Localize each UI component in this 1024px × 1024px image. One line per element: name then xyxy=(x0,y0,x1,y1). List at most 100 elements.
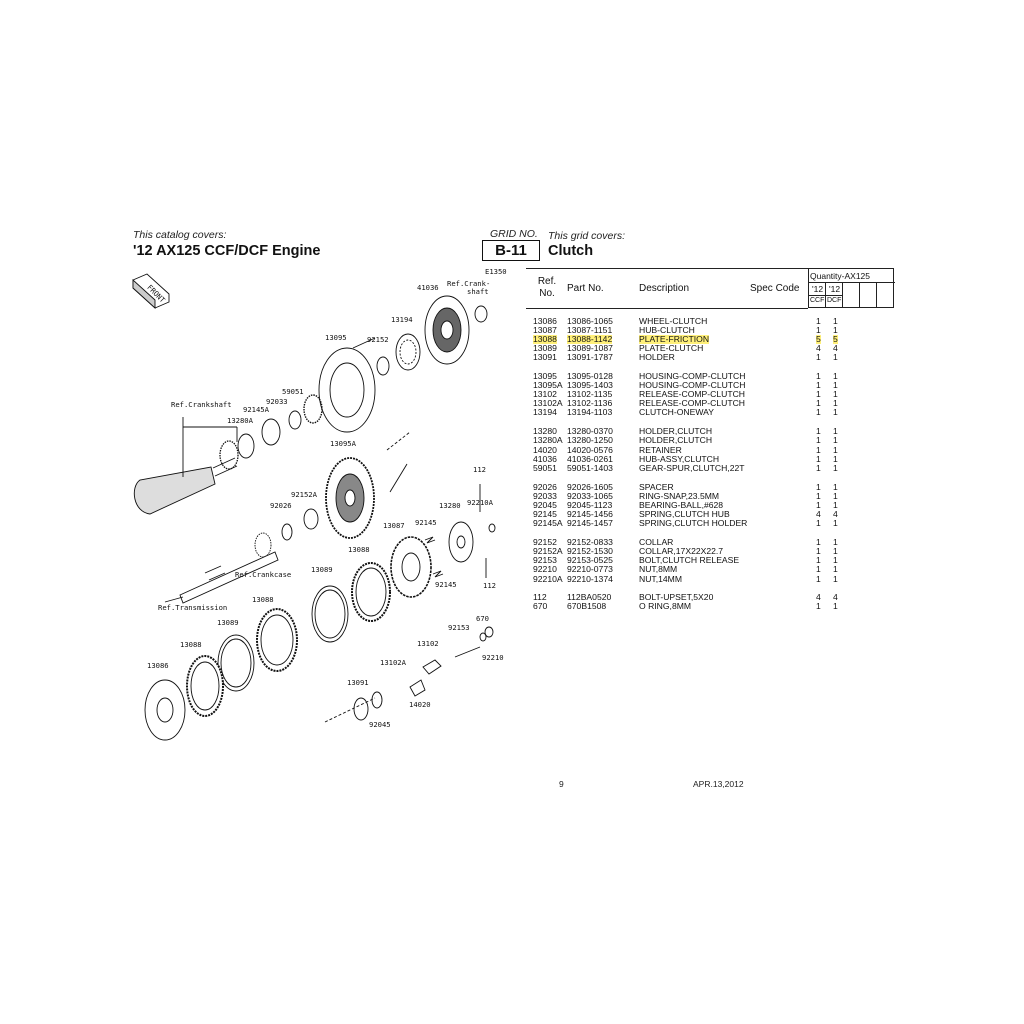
quantity-dcf-cell: 1 xyxy=(833,453,838,464)
svg-text:112: 112 xyxy=(483,581,496,590)
description-cell: RING-SNAP,23.5MM xyxy=(639,490,720,501)
ref-no-cell: 41036 xyxy=(533,453,557,464)
ref-no-cell: 92026 xyxy=(533,481,557,492)
front-arrow-icon xyxy=(132,273,170,310)
header-year-2: '12 xyxy=(829,284,841,294)
svg-text:13102A: 13102A xyxy=(380,658,407,667)
part-no-cell: 13194-1103 xyxy=(567,407,613,418)
part-no-cell: 13280-0370 xyxy=(567,426,613,437)
part-no-cell: 13089-1087 xyxy=(567,342,613,353)
quantity-dcf-cell: 1 xyxy=(833,555,838,566)
header-model-2: DCF xyxy=(827,297,842,304)
quantity-ccf-cell: 1 xyxy=(816,370,821,381)
svg-text:670: 670 xyxy=(476,614,489,623)
part-no-cell: 13280-1250 xyxy=(567,435,613,446)
ref-no-cell: 13280 xyxy=(533,426,557,437)
ref-no-cell: 670 xyxy=(533,601,548,612)
quantity-dcf-cell: 1 xyxy=(833,407,838,418)
svg-text:92210A: 92210A xyxy=(467,498,494,507)
svg-text:13095A: 13095A xyxy=(330,439,357,448)
header-year-1: '12 xyxy=(812,284,824,294)
quantity-dcf-cell: 1 xyxy=(833,499,838,510)
svg-text:shaft: shaft xyxy=(467,287,489,296)
quantity-ccf-cell: 1 xyxy=(816,435,821,446)
grid-title: Clutch xyxy=(548,243,594,259)
svg-text:112: 112 xyxy=(473,465,486,474)
svg-text:92153: 92153 xyxy=(448,623,470,632)
quantity-dcf-cell: 1 xyxy=(833,389,838,400)
part-no-cell: 92210-0773 xyxy=(567,564,613,575)
description-cell: SPRING,CLUTCH HUB xyxy=(639,509,730,519)
svg-text:13087: 13087 xyxy=(383,521,405,530)
ref-no-cell: 13091 xyxy=(533,352,557,363)
quantity-dcf-cell: 1 xyxy=(833,573,838,584)
part-no-cell: 92033-1065 xyxy=(567,490,613,501)
quantity-dcf-cell: 1 xyxy=(833,380,838,390)
quantity-dcf-cell: 4 xyxy=(833,509,838,519)
part-no-cell: 13095-0128 xyxy=(567,370,613,381)
quantity-ccf-cell: 1 xyxy=(816,444,821,455)
quantity-dcf-cell: 1 xyxy=(833,444,838,455)
svg-text:92152: 92152 xyxy=(367,335,389,344)
ref-no-cell: 59051 xyxy=(533,462,557,473)
ref-no-cell: 92210A xyxy=(533,573,563,584)
description-cell: SPACER xyxy=(639,481,674,492)
svg-text:13280: 13280 xyxy=(439,501,461,510)
part-no-cell: 112BA0520 xyxy=(567,592,612,603)
svg-text:13102: 13102 xyxy=(417,639,439,648)
quantity-dcf-cell: 1 xyxy=(833,490,838,501)
part-no-cell: 41036-0261 xyxy=(567,453,613,464)
svg-text:92026: 92026 xyxy=(270,501,292,510)
catalog-title: '12 AX125 CCF/DCF Engine xyxy=(133,243,321,259)
ref-no-cell: 13089 xyxy=(533,342,557,353)
part-no-cell: 92145-1456 xyxy=(567,509,613,519)
ref-no-cell: 13102 xyxy=(533,389,557,400)
quantity-dcf-cell: 1 xyxy=(833,315,838,326)
quantity-ccf-cell: 1 xyxy=(816,546,821,556)
description-cell: HOLDER xyxy=(639,352,675,363)
ref-no-cell: 13280A xyxy=(533,435,563,446)
part-no-cell: 92153-0525 xyxy=(567,555,613,566)
part-no-cell: 92045-1123 xyxy=(567,499,613,510)
description-cell: HUB-CLUTCH xyxy=(639,324,695,335)
description-cell: SPRING,CLUTCH HOLDER xyxy=(639,518,748,529)
part-no-cell: 13102-1135 xyxy=(567,389,613,400)
part-no-cell: 13087-1151 xyxy=(567,324,613,335)
quantity-dcf-cell: 1 xyxy=(833,370,838,381)
quantity-dcf-cell: 1 xyxy=(833,435,838,446)
svg-text:13280A: 13280A xyxy=(227,416,254,425)
quantity-ccf-cell: 1 xyxy=(816,380,821,390)
header-model-1: CCF xyxy=(810,297,825,304)
quantity-ccf-cell: 1 xyxy=(816,499,821,510)
svg-text:13095: 13095 xyxy=(325,333,347,342)
grid-number: B-11 xyxy=(482,240,540,261)
description-cell: CLUTCH-ONEWAY xyxy=(639,407,714,418)
svg-text:92145: 92145 xyxy=(415,518,437,527)
quantity-ccf-cell: 1 xyxy=(816,324,821,335)
diagram-labels: E1350 FRONT 41036 Ref.Crank- shaft 13194… xyxy=(145,267,506,729)
ref-no-cell: 92152A xyxy=(533,546,563,556)
quantity-ccf-cell: 1 xyxy=(816,481,821,492)
clutch-exploded-diagram: E1350 FRONT 41036 Ref.Crank- shaft 13194… xyxy=(132,267,507,741)
svg-text:13194: 13194 xyxy=(391,315,413,324)
description-cell: BEARING-BALL,#628 xyxy=(639,499,724,510)
ref-no-cell: 92145A xyxy=(533,518,563,529)
description-cell: BOLT,CLUTCH RELEASE xyxy=(639,555,740,566)
svg-text:Ref.Crank-: Ref.Crank- xyxy=(447,279,490,288)
part-no-cell: 13102-1136 xyxy=(567,398,613,409)
quantity-header-box: Quantity-AX125 '12 '12 CCF DCF xyxy=(808,268,895,308)
ref-no-cell: 13087 xyxy=(533,324,557,335)
part-no-cell: 92145-1457 xyxy=(567,518,613,529)
quantity-dcf-cell: 1 xyxy=(833,462,838,473)
header-part-no: Part No. xyxy=(567,283,604,294)
